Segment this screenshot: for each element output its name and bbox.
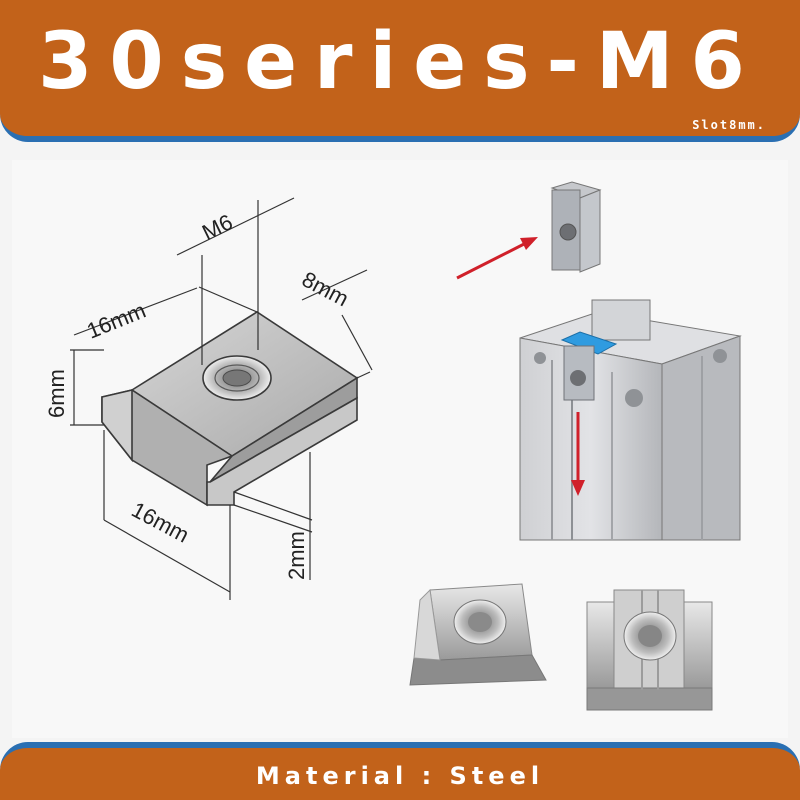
dim-step-label: 2mm [284, 531, 309, 580]
product-image-panel: M6 16mm 8mm 6mm 16mm 2mm [12, 160, 788, 738]
aluminum-profile-icon [519, 299, 742, 541]
profile-insertion-illustration [456, 181, 742, 541]
dim-bottom-length-label: 16mm [128, 497, 194, 548]
insert-arrow-icon [456, 240, 529, 280]
tnut-photo-1 [409, 583, 547, 686]
header-banner: 30series-M6 Slot8mm. [0, 0, 800, 142]
tnut-photo-2 [586, 589, 713, 711]
tnut-small-icon [550, 181, 602, 273]
dim-width-label: 8mm [298, 266, 353, 311]
page-title: 30series-M6 [38, 17, 762, 107]
dim-m6-label: M6 [198, 209, 236, 245]
tnut-dimension-drawing: M6 16mm 8mm 6mm 16mm 2mm [44, 197, 373, 600]
dim-top-length-label: 16mm [83, 298, 149, 344]
footer-banner: Material : Steel [0, 742, 800, 800]
slot-size-label: Slot8mm. [692, 118, 766, 132]
product-illustration: M6 16mm 8mm 6mm 16mm 2mm [44, 181, 742, 711]
material-label: Material : Steel [255, 762, 545, 790]
dim-height-label: 6mm [44, 369, 69, 418]
